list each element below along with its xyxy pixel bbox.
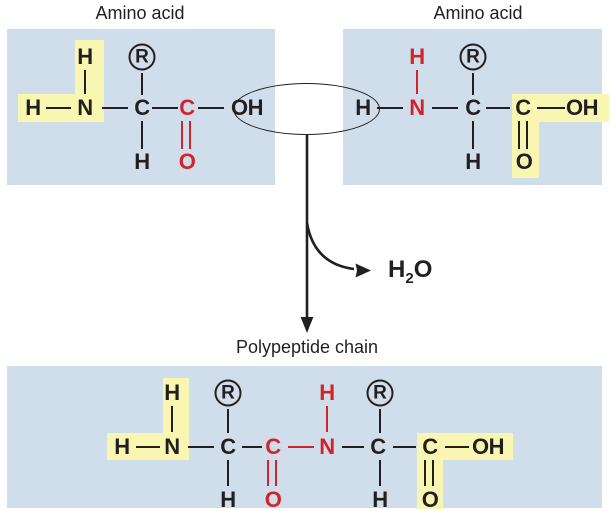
atom-hydrogen: H [319,380,335,405]
double-bond [267,460,277,486]
carboxyl-group-highlight-bottom-vertical [417,433,443,509]
atom-nitrogen: N [77,95,93,120]
bond [486,106,510,110]
bond [170,406,174,432]
atom-carbon-alpha: C [465,95,481,120]
atom-hydrogen: H [77,44,93,69]
atom-hydroxyl: OH [566,95,599,120]
atom-hydrogen: H [372,487,388,511]
carboxyl-group-highlight-right-vertical [512,94,539,178]
bond [102,106,128,110]
atom-nitrogen: N [164,434,180,459]
atom-carbon-carboxyl: C [422,434,438,459]
atom-carbon-alpha: C [370,434,386,459]
r-group-circle: R [459,43,487,71]
bond [198,106,224,110]
downward-arrowhead [300,317,314,333]
water-h: H [388,256,406,283]
water-o: O [413,256,433,283]
bond [226,409,230,433]
double-bond [181,121,191,149]
bond [432,106,458,110]
bond [83,70,87,94]
atom-oxygen: O [421,487,439,511]
atom-hydrogen: H [465,149,481,174]
bond [415,70,419,94]
bond [188,445,214,449]
double-bond [424,460,434,486]
bond [377,106,403,110]
atom-hydrogen: H [164,380,180,405]
r-group-circle: R [128,43,156,71]
atom-carbon-carboxyl: C [179,95,195,120]
polypeptide-chain-title: Polypeptide chain [235,337,379,357]
bond [140,73,144,95]
double-bond [518,121,528,149]
bond [152,106,178,110]
bond [378,460,382,486]
atom-hydrogen: H [134,149,150,174]
water-subscript: 2 [405,269,414,287]
bond [378,409,382,433]
bond [471,121,475,149]
r-group-circle: R [366,379,394,407]
atom-carbon-peptide: C [265,434,281,459]
bond [445,445,469,449]
bond [136,445,160,449]
atom-hydrogen: H [355,95,371,120]
water-arrowhead [355,263,371,278]
atom-oxygen: O [178,149,196,174]
bond [46,106,71,110]
bond [226,460,230,486]
atom-hydrogen: H [409,44,425,69]
r-group-circle: R [214,379,242,407]
atom-carbon-alpha: C [134,95,150,120]
atom-hydroxyl: OH [472,434,505,459]
water-release-arrow [305,222,355,271]
bond [242,445,262,449]
atom-hydrogen: H [220,487,236,511]
atom-nitrogen: N [409,95,425,120]
atom-hydrogen: H [114,434,130,459]
atom-oxygen: O [264,487,282,511]
atom-oxygen: O [515,149,533,174]
bond [471,73,475,95]
amino-acid-left-title: Amino acid [95,3,185,23]
atom-nitrogen-peptide: N [319,434,335,459]
amino-acid-right-title: Amino acid [433,3,523,23]
water-label: H2O [388,258,432,286]
bond [325,406,329,432]
atom-hydrogen: H [25,95,41,120]
bond [393,445,416,449]
atom-hydroxyl: OH [231,95,264,120]
peptide-bond [288,445,314,449]
bond [342,445,364,449]
atom-carbon-alpha: C [220,434,236,459]
atom-carbon-carboxyl: C [515,95,531,120]
bond [537,106,565,110]
bond [140,121,144,149]
